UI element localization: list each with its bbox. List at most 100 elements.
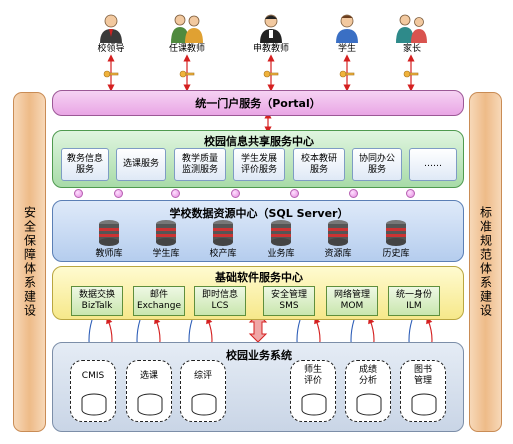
campus-business-systems: 校园业务系统 <box>52 342 464 432</box>
portal-service[interactable]: 统一门户服务（Portal） <box>52 90 464 116</box>
database-icon <box>328 220 348 246</box>
disk-icon <box>301 393 327 416</box>
database-icon <box>271 220 291 246</box>
disk-icon <box>191 393 217 416</box>
user-label: 学生 <box>337 44 356 54</box>
user-label: 家长 <box>402 44 421 54</box>
person-icon <box>336 14 358 43</box>
base-item-label: LCS <box>211 301 229 311</box>
service-label: 服务 <box>309 164 328 175</box>
system-course-selection[interactable]: 选课 <box>126 360 172 422</box>
service-label: 校本教研 <box>300 153 337 164</box>
service-label: 教务信息 <box>66 153 103 164</box>
database-label: 教师库 <box>95 249 123 259</box>
base-item-label: 即时信息 <box>201 290 238 300</box>
db-history[interactable]: 历史库 <box>381 219 411 261</box>
system-cmis[interactable]: CMIS <box>70 360 116 422</box>
database-icon <box>156 220 176 246</box>
user-student[interactable]: 学生 <box>331 12 363 60</box>
user-label: 校领导 <box>97 44 125 54</box>
database-label: 校产库 <box>209 249 237 259</box>
system-comprehensive-eval[interactable]: 综评 <box>180 360 226 422</box>
connector-dot <box>114 189 123 198</box>
disk-icon <box>356 393 382 416</box>
user-school-leader[interactable]: 校领导 <box>95 12 127 60</box>
disk-icon <box>137 393 163 416</box>
service-label: 学生发展 <box>240 153 277 164</box>
base-item-label: Exchange <box>137 301 181 311</box>
system-label: 师生评价 <box>295 365 331 387</box>
db-teacher[interactable]: 教师库 <box>94 219 124 261</box>
system-label: 成绩分析 <box>350 365 386 387</box>
service-school-research[interactable]: 校本教研服务 <box>293 148 345 181</box>
security-system-label: 安全保障体系建设 <box>22 206 37 318</box>
base-item-label: SMS <box>279 301 299 311</box>
database-icon <box>99 220 119 246</box>
user-label: 申教教师 <box>252 44 289 54</box>
database-icon <box>386 220 406 246</box>
connector-dot <box>231 189 240 198</box>
people-group-icon <box>396 14 427 43</box>
service-label: 教学质量 <box>181 153 218 164</box>
info-sharing-center: 校园信息共享服务中心 教务信息服务 选课服务 教学质量监测服务 学生发展评价服务… <box>52 130 464 188</box>
user-parent[interactable]: 家长 <box>394 12 430 60</box>
service-student-development[interactable]: 学生发展评价服务 <box>233 148 285 181</box>
people-group-icon <box>171 14 203 43</box>
db-resources[interactable]: 资源库 <box>323 219 353 261</box>
connector-dot <box>74 189 83 198</box>
business-title: 校园业务系统 <box>226 349 292 362</box>
db-student[interactable]: 学生库 <box>151 219 181 261</box>
disk-icon <box>81 393 107 416</box>
system-label: CMIS <box>75 371 111 382</box>
base-item-label: MOM <box>340 301 364 311</box>
data-center-title: 学校数据资源中心（SQL Server） <box>169 207 349 220</box>
standards-system-bar: 标准规范体系建设 <box>469 92 502 432</box>
disk-icon <box>411 393 437 416</box>
user-portal-arrows <box>107 54 415 92</box>
db-assets[interactable]: 校产库 <box>208 219 238 261</box>
connector-dot <box>171 189 180 198</box>
service-label: 选课服务 <box>122 159 159 169</box>
service-teaching-quality[interactable]: 教学质量监测服务 <box>174 148 226 181</box>
base-item-label: 邮件 <box>149 290 168 300</box>
portal-label: 统一门户服务（Portal） <box>195 97 321 110</box>
data-resource-center: 学校数据资源中心（SQL Server） <box>52 200 464 262</box>
connector-dot <box>349 189 358 198</box>
database-label: 业务库 <box>267 249 295 259</box>
user-label: 任课教师 <box>168 44 205 54</box>
service-label: 协同办公 <box>358 153 395 164</box>
connector-dot <box>290 189 299 198</box>
db-business[interactable]: 业务库 <box>266 219 296 261</box>
security-system-bar: 安全保障体系建设 <box>13 92 46 432</box>
base-center-title: 基础软件服务中心 <box>215 271 303 284</box>
service-collaborative-office[interactable]: 协同办公服务 <box>352 148 402 181</box>
person-icon <box>100 14 122 43</box>
system-label: 选课 <box>131 371 167 382</box>
system-label: 图书管理 <box>405 365 441 387</box>
base-item-label: 数据交换 <box>78 290 115 300</box>
database-label: 学生库 <box>152 249 180 259</box>
base-item-label: BizTalk <box>81 301 113 311</box>
key-icons <box>103 70 419 78</box>
base-item-label: 安全管理 <box>270 290 307 300</box>
service-course-selection[interactable]: 选课服务 <box>116 148 166 181</box>
user-research-teacher[interactable]: 申教教师 <box>253 12 289 60</box>
service-label: 服务 <box>367 164 386 175</box>
service-more[interactable]: …… <box>409 148 457 181</box>
base-item-label: ILM <box>406 301 422 311</box>
user-teacher[interactable]: 任课教师 <box>168 12 206 60</box>
system-teacher-student-eval[interactable]: 师生评价 <box>290 360 336 422</box>
system-score-analysis[interactable]: 成绩分析 <box>345 360 391 422</box>
database-icon <box>213 220 233 246</box>
service-academic-info[interactable]: 教务信息服务 <box>61 148 109 181</box>
system-library[interactable]: 图书管理 <box>400 360 446 422</box>
system-label: 综评 <box>185 371 221 382</box>
database-label: 历史库 <box>382 249 410 259</box>
